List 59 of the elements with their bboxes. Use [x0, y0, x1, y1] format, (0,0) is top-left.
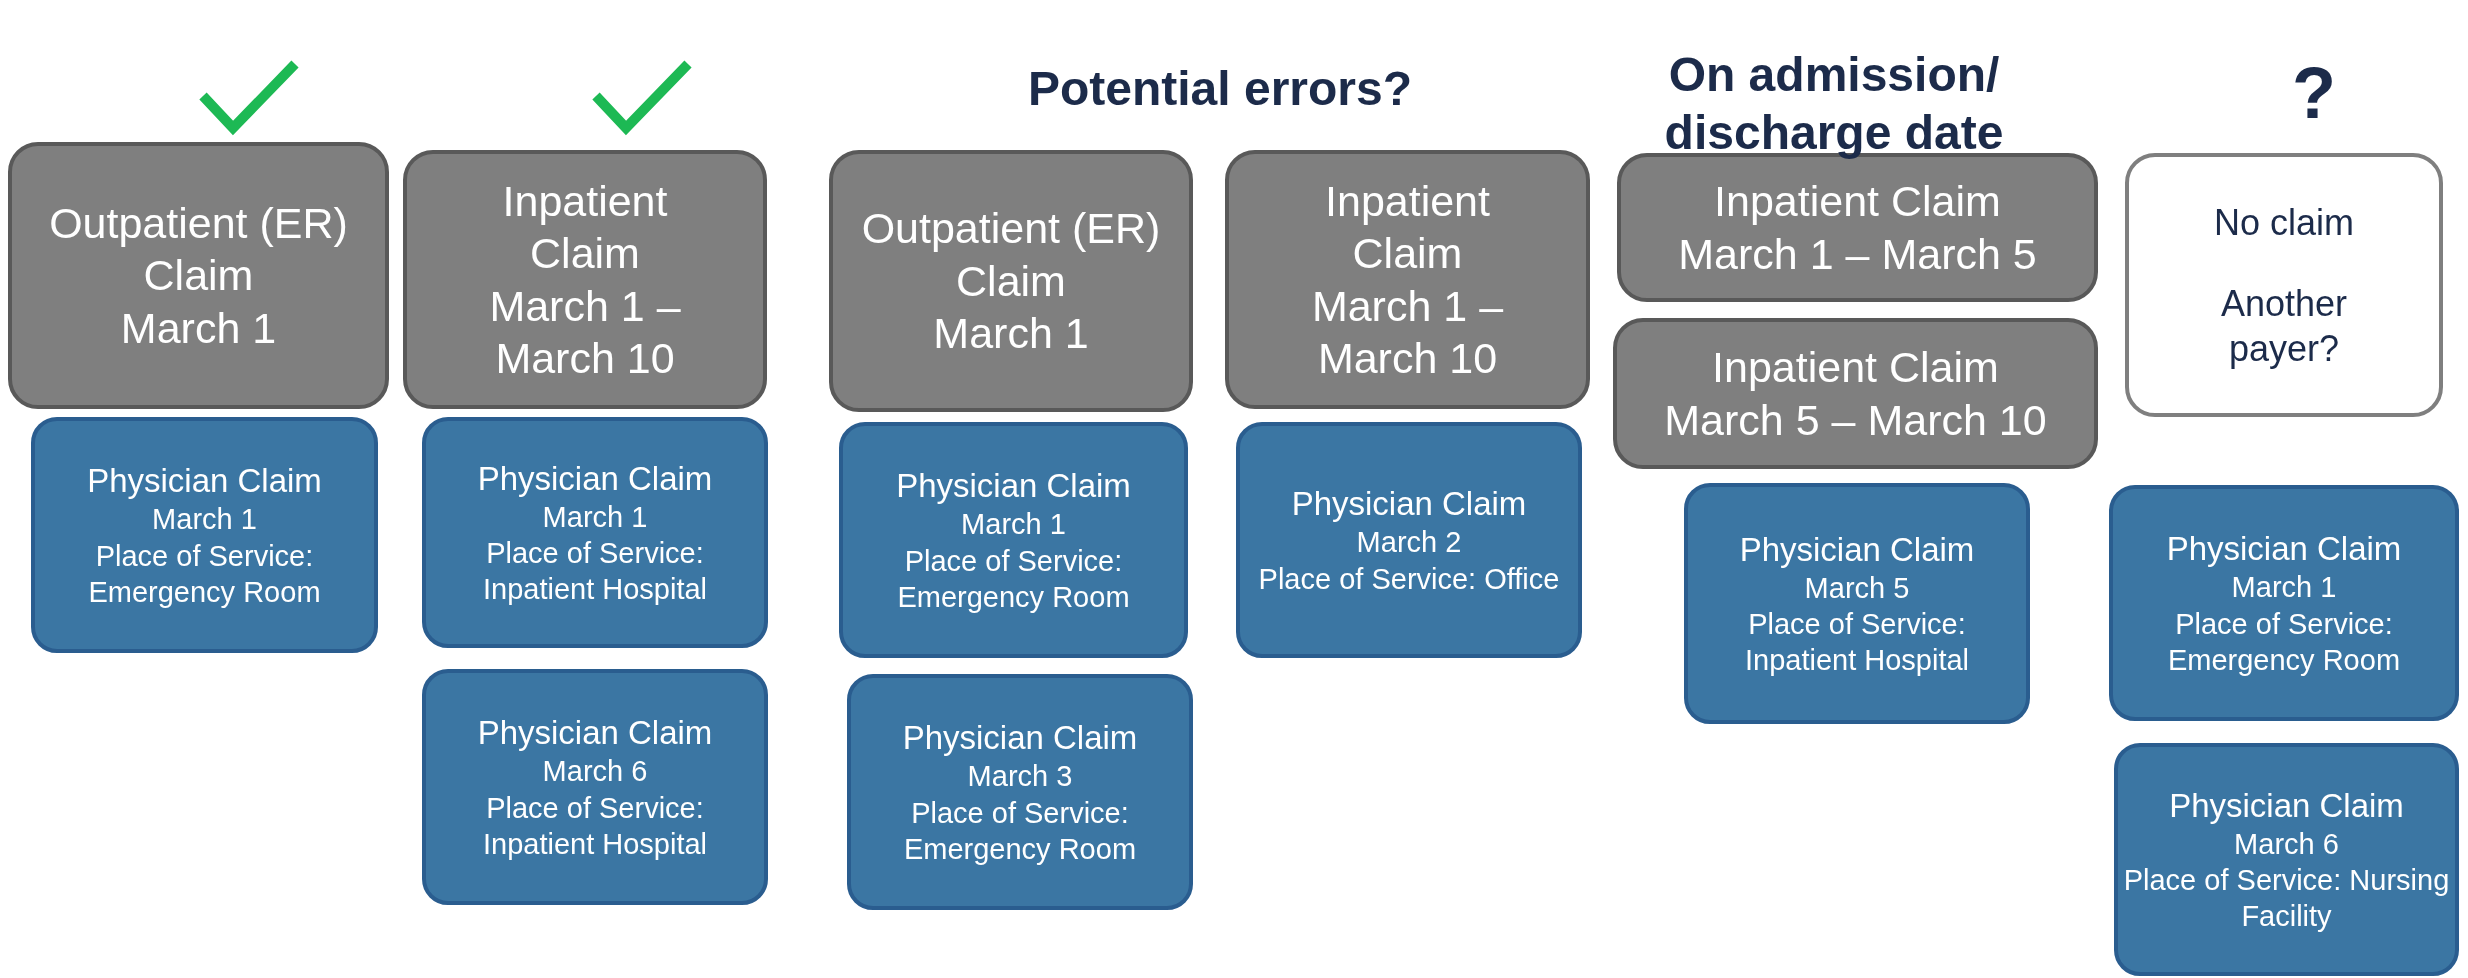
claim-type: Inpatient Claim: [1324, 175, 1491, 280]
claim-type: Physician Claim: [477, 458, 713, 499]
claim-type: Inpatient Claim: [501, 175, 669, 280]
claim-dates: March 1 – March 10: [1310, 280, 1505, 384]
place-of-service: Place of Service: Inpatient Hospital: [481, 790, 709, 862]
facility-claim-box: [829, 150, 1193, 412]
claim-type: Physician Claim: [902, 718, 1138, 758]
place-of-service: Place of Service: Emergency Room: [896, 543, 1131, 615]
place-of-service: Place of Service: Emergency Room: [2166, 606, 2402, 678]
claim-type: Inpatient Claim: [1712, 342, 1999, 394]
claim-dates: March 5 – March 10: [1664, 394, 2047, 446]
claim-dates: March 1: [933, 308, 1089, 360]
claim-type: Outpatient (ER) Claim: [861, 203, 1161, 307]
physician-claim-box: [422, 669, 768, 905]
claim-dates: March 1 – March 5: [1678, 228, 2037, 280]
physician-claim-box: [2109, 485, 2459, 721]
claim-type: Physician Claim: [1291, 484, 1527, 525]
service-date: March 3: [967, 759, 1073, 795]
service-date: March 2: [1356, 525, 1462, 561]
facility-claim-box: [403, 150, 767, 409]
place-of-service: Place of Service: Emergency Room: [902, 795, 1138, 867]
claim-dates: March 1: [120, 302, 277, 354]
claim-type: Physician Claim: [1739, 529, 1975, 570]
service-date: March 1: [152, 502, 257, 538]
place-of-service: Place of Service: Emergency Room: [87, 538, 322, 610]
claim-type: Physician Claim: [477, 713, 713, 753]
physician-claim-box: [847, 674, 1193, 910]
empty-claim-box: [2125, 153, 2443, 417]
physician-claim-box: [422, 417, 768, 648]
claim-type: Physician Claim: [87, 461, 322, 501]
place-of-service: Place of Service: Inpatient Hospital: [481, 536, 709, 608]
question-mark: ?: [2291, 52, 2337, 135]
service-date: March 6: [542, 754, 648, 790]
physician-claim-box: [1236, 422, 1582, 658]
facility-claim-box: [1225, 150, 1590, 409]
service-date: March 6: [2234, 826, 2339, 862]
physician-claim-box: [1684, 483, 2030, 724]
claim-type: Inpatient Claim: [1714, 176, 2001, 228]
facility-claim-box: [8, 142, 389, 409]
place-of-service: Place of Service: Office: [1258, 561, 1560, 597]
physician-claim-box: [2114, 743, 2459, 976]
physician-claim-box: [839, 422, 1188, 658]
heading: Potential errors?: [1026, 61, 1414, 117]
service-date: March 1: [2231, 570, 2337, 606]
note: Another payer?: [2219, 281, 2349, 371]
physician-claim-box: [31, 417, 378, 653]
service-date: March 1: [542, 499, 648, 535]
place-of-service: Place of Service: Nursing Facility: [2122, 863, 2451, 935]
claim-type: Physician Claim: [2166, 529, 2402, 569]
claim-type: Physician Claim: [896, 466, 1131, 506]
place-of-service: Place of Service: Inpatient Hospital: [1743, 607, 1971, 679]
service-date: March 5: [1804, 570, 1910, 606]
claim-type: Physician Claim: [2169, 785, 2404, 826]
claim-status: No claim: [2214, 200, 2354, 245]
claim-dates: March 1 – March 10: [488, 280, 682, 384]
service-date: March 1: [961, 507, 1066, 543]
facility-claim-box: [1613, 318, 2098, 469]
heading: On admission/ discharge date: [1663, 47, 2005, 161]
claim-type: Outpatient (ER) Claim: [48, 197, 349, 302]
